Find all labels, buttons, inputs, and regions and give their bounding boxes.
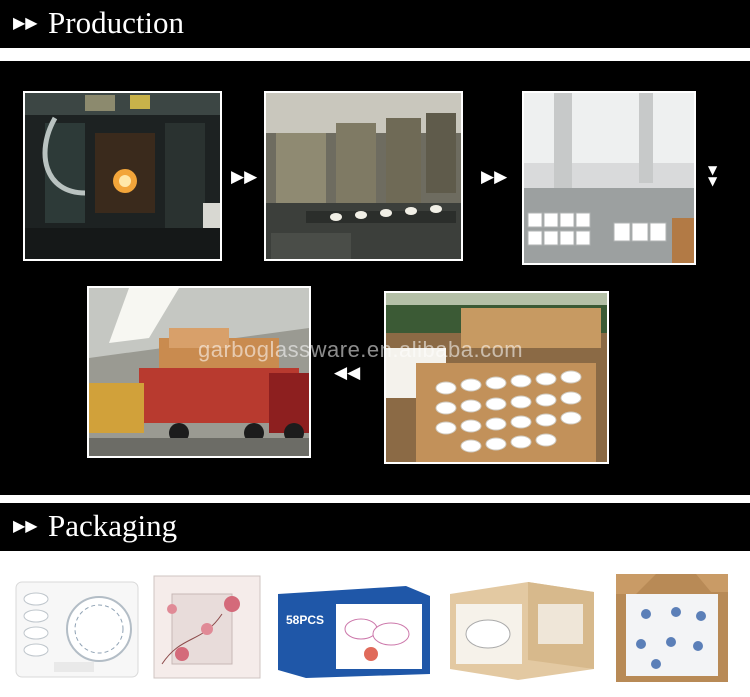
left-arrow-icon: ◀◀	[334, 363, 361, 383]
double-arrow-icon: ▶▶	[13, 13, 38, 32]
section-title-packaging: Packaging	[48, 508, 178, 543]
photo-58pcs-box: 58PCS	[276, 574, 432, 682]
down-arrow-icon: ▼▼	[708, 163, 718, 188]
photo-warehouse-cups	[522, 91, 696, 265]
packaging-header: ▶▶ Packaging	[0, 503, 750, 551]
photo-printed-carton	[448, 574, 596, 682]
photo-production-line	[264, 91, 463, 261]
photo-packed-crates	[384, 291, 609, 464]
photo-truck-loading	[87, 286, 311, 458]
right-arrow-icon: ▶▶	[481, 167, 508, 187]
production-header: ▶▶ Production	[0, 0, 750, 48]
photo-machinery	[23, 91, 222, 261]
photo-foam-tray	[14, 574, 140, 682]
watermark: garboglassware.en.alibaba.com	[198, 337, 524, 362]
double-arrow-icon: ▶▶	[13, 516, 38, 535]
photo-flower-gift-box	[152, 574, 262, 682]
section-title-production: Production	[48, 5, 185, 40]
box-label: 58PCS	[286, 613, 324, 627]
right-arrow-icon: ▶▶	[231, 167, 258, 187]
production-panel: ▶▶ ▶▶	[0, 61, 750, 495]
photo-open-carton	[616, 574, 728, 682]
